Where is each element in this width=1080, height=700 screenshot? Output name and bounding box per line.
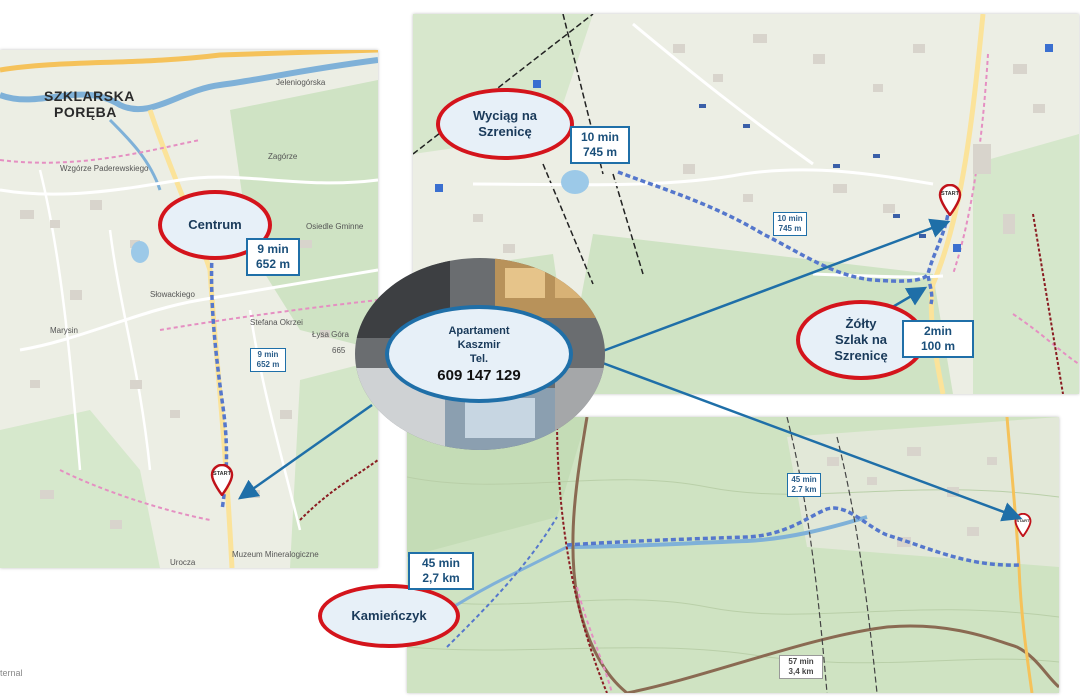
route-callout-br-dist: 2.7 km xyxy=(791,485,817,494)
centrum-callout: 9 min 652 m xyxy=(246,238,300,276)
kamienczyk-dist: 2,7 km xyxy=(422,571,460,585)
destination-zolty-line1: Żółty xyxy=(845,315,877,331)
route-callout-left: 9 min 652 m xyxy=(250,348,286,372)
centrum-time: 9 min xyxy=(257,242,289,256)
destination-wyciag-line1: Wyciąg na xyxy=(472,107,538,123)
centrum-dist: 652 m xyxy=(255,257,291,271)
destination-wyciag: Wyciąg na Szrenicę xyxy=(436,88,574,160)
route-callout-br: 45 min 2.7 km xyxy=(787,473,821,497)
route-callout-br-alt: 57 min 3,4 km xyxy=(779,655,823,679)
zolty-dist: 100 m xyxy=(920,339,956,353)
route-callout-br-time: 45 min xyxy=(791,475,817,484)
start-pin-label: START xyxy=(941,191,959,197)
town-label-line2: PORĘBA xyxy=(54,104,117,120)
route-callout-tr-dist: 745 m xyxy=(778,224,802,233)
destination-centrum: Centrum xyxy=(158,190,272,260)
hub-line2: Kaszmir xyxy=(457,338,501,351)
map-label-lysa-elevation: 665 xyxy=(332,346,346,355)
map-label-lysa: Łysa Góra xyxy=(312,330,349,339)
start-pin-label: START xyxy=(1016,518,1030,523)
apartment-hub: Apartament Kaszmir Tel. 609 147 129 xyxy=(355,258,605,450)
apartment-info-oval: Apartament Kaszmir Tel. 609 147 129 xyxy=(385,305,573,403)
route-callout-br-alt-time: 57 min xyxy=(788,657,814,666)
town-label-line1: SZKLARSKA xyxy=(44,88,135,104)
route-callout-tr: 10 min 745 m xyxy=(773,212,807,236)
map-label-slowackiego: Słowackiego xyxy=(150,290,195,299)
map-label-urocza: Urocza xyxy=(170,558,196,567)
kamienczyk-time: 45 min xyxy=(421,556,460,570)
route-callout-left-dist: 652 m xyxy=(256,360,280,369)
map-label-zagorze: Zagórze xyxy=(268,152,298,161)
map-left-drawing xyxy=(0,50,378,568)
map-label-stefana: Stefana Okrzei xyxy=(250,318,303,327)
destination-kamienczyk: Kamieńczyk xyxy=(318,584,460,648)
hub-line3: Tel. xyxy=(469,352,489,365)
destination-centrum-name: Centrum xyxy=(188,216,242,232)
wyciag-dist: 745 m xyxy=(582,145,618,159)
kamienczyk-callout: 45 min 2,7 km xyxy=(408,552,474,590)
map-label-jeleniogorska: Jeleniogórska xyxy=(276,78,326,87)
map-panel-left: SZKLARSKA PORĘBA Zagórze Osiedle Gminne … xyxy=(0,50,378,568)
map-panel-bottom-right: 45 min 2.7 km 57 min 3,4 km START xyxy=(407,417,1059,693)
map-label-wzgorze: Wzgórze Paderewskiego xyxy=(60,164,149,173)
route-callout-left-time: 9 min xyxy=(257,350,279,359)
hub-line1: Apartament xyxy=(448,324,510,337)
start-pin-label: START xyxy=(213,471,231,477)
wyciag-callout: 10 min 745 m xyxy=(570,126,630,164)
zolty-callout: 2min 100 m xyxy=(902,320,974,358)
destination-kamienczyk-name: Kamieńczyk xyxy=(351,607,427,623)
start-pin-icon: START xyxy=(210,464,234,496)
route-callout-tr-time: 10 min xyxy=(777,214,803,223)
map-bottom-right-drawing xyxy=(407,417,1059,693)
zolty-time: 2min xyxy=(923,324,952,338)
start-pin-icon: START xyxy=(938,184,962,216)
map-label-muzeum: Muzeum Mineralogiczne xyxy=(232,550,319,559)
watermark-text: ternal xyxy=(0,668,23,678)
destination-wyciag-line2: Szrenicę xyxy=(478,124,532,139)
wyciag-time: 10 min xyxy=(580,130,619,144)
map-label-osiedle: Osiedle Gminne xyxy=(306,222,364,231)
route-callout-br-alt-dist: 3,4 km xyxy=(788,667,814,676)
destination-zolty-line2: Szlak na xyxy=(834,331,888,347)
start-pin-icon: START xyxy=(1014,513,1032,537)
hub-phone[interactable]: 609 147 129 xyxy=(437,366,521,384)
destination-zolty-line3: Szrenicę xyxy=(834,348,888,364)
map-label-marysin: Marysin xyxy=(50,326,79,335)
